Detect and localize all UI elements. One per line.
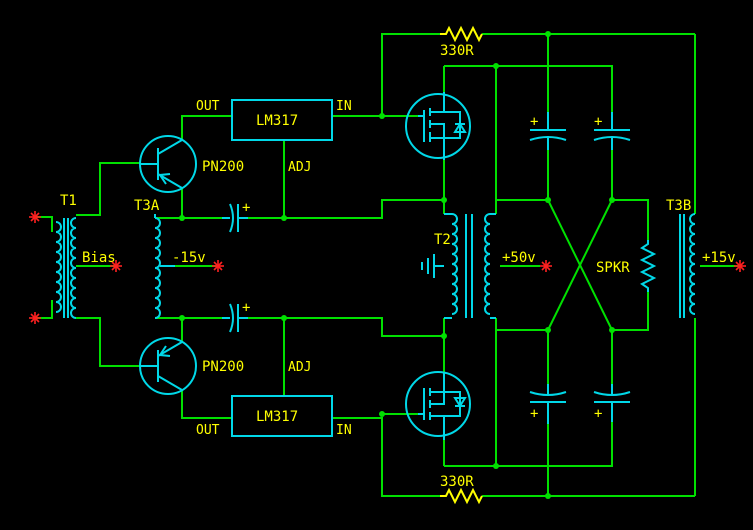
q-top-label: PN200 — [202, 159, 244, 175]
out-bottom-label: OUT — [196, 423, 220, 438]
transformer-coil-icon — [55, 217, 77, 319]
transistor-bottom: PN200 — [139, 337, 244, 395]
mosfet-icon — [405, 371, 471, 440]
cap-top: + — [222, 200, 250, 233]
pos50-label: +50v — [502, 250, 536, 266]
speaker: SPKR — [596, 240, 657, 292]
transformer-t1: T1 Bias — [55, 193, 116, 319]
pos15-label: +15v — [702, 250, 736, 266]
t2-label: T2 — [434, 232, 451, 248]
in-bottom-label: IN — [336, 423, 352, 438]
pnp-transistor-icon — [139, 135, 197, 193]
transformer-t2: T2 +50v — [421, 213, 536, 319]
transformer-coil-icon — [679, 213, 696, 318]
r-top-label: 330R — [440, 43, 474, 59]
terminal-bias[interactable] — [110, 260, 122, 272]
cap-rail-top-right: + — [593, 112, 631, 150]
terminals — [29, 211, 746, 324]
junction-dots — [179, 31, 615, 499]
reg-bottom-label: LM317 — [256, 409, 298, 425]
electrolytic-capacitor-icon — [593, 384, 631, 422]
resistor-icon — [440, 487, 483, 505]
terminal-t1-bottom[interactable] — [29, 312, 41, 324]
electrolytic-capacitor-icon — [222, 203, 248, 233]
r-bottom-label: 330R — [440, 474, 474, 490]
speaker-icon — [639, 240, 657, 292]
t3b-label: T3B — [666, 198, 691, 214]
cap-rail-bottom-left-plus: + — [530, 406, 538, 422]
wires — [35, 33, 740, 497]
terminal-t1-top[interactable] — [29, 211, 41, 223]
cap-rail-bottom-right: + — [593, 384, 631, 422]
resistor-top: 330R — [440, 25, 483, 59]
terminal-pos50[interactable] — [540, 260, 552, 272]
mosfet-bottom — [405, 371, 471, 440]
cap-rail-top-right-plus: + — [594, 114, 602, 130]
neg15-label: -15v — [172, 250, 206, 266]
regulator-bottom: LM317 OUT IN ADJ — [196, 360, 352, 438]
electrolytic-capacitor-icon — [222, 303, 248, 333]
cap-top-plus: + — [242, 200, 250, 216]
spkr-label: SPKR — [596, 260, 630, 276]
cap-bottom-plus: + — [242, 300, 250, 316]
adj-top-label: ADJ — [288, 160, 311, 175]
cap-rail-top-left-plus: + — [530, 114, 538, 130]
reg-top-label: LM317 — [256, 113, 298, 129]
out-top-label: OUT — [196, 99, 220, 114]
t1-label: T1 — [60, 193, 77, 209]
q-bottom-label: PN200 — [202, 359, 244, 375]
regulator-top: LM317 OUT IN ADJ — [196, 99, 352, 175]
transformer-t3b: T3B +15v — [666, 198, 736, 318]
resistor-icon — [440, 25, 483, 43]
transformer-t3a: T3A -15v — [134, 198, 206, 319]
resistor-bottom: 330R — [440, 474, 483, 505]
terminal-pos15[interactable] — [734, 260, 746, 272]
pnp-transistor-icon — [139, 337, 197, 395]
electrolytic-capacitor-icon — [529, 112, 567, 150]
cap-rail-bottom-left: + — [529, 384, 567, 424]
cap-rail-bottom-right-plus: + — [594, 406, 602, 422]
mosfet-top — [405, 92, 471, 160]
t3a-label: T3A — [134, 198, 160, 214]
electrolytic-capacitor-icon — [593, 112, 631, 150]
in-top-label: IN — [336, 99, 352, 114]
adj-bottom-label: ADJ — [288, 360, 311, 375]
transformer-coil-icon — [444, 213, 496, 319]
transistor-top: PN200 — [139, 135, 244, 193]
cap-rail-top-left: + — [529, 112, 567, 150]
mosfet-icon — [405, 92, 471, 160]
transformer-coil-icon — [154, 214, 175, 319]
cap-bottom: + — [222, 300, 250, 333]
bias-label: Bias — [82, 250, 116, 266]
electrolytic-capacitor-icon — [529, 384, 567, 424]
terminal-neg15[interactable] — [212, 260, 224, 272]
ground-icon — [421, 254, 444, 278]
